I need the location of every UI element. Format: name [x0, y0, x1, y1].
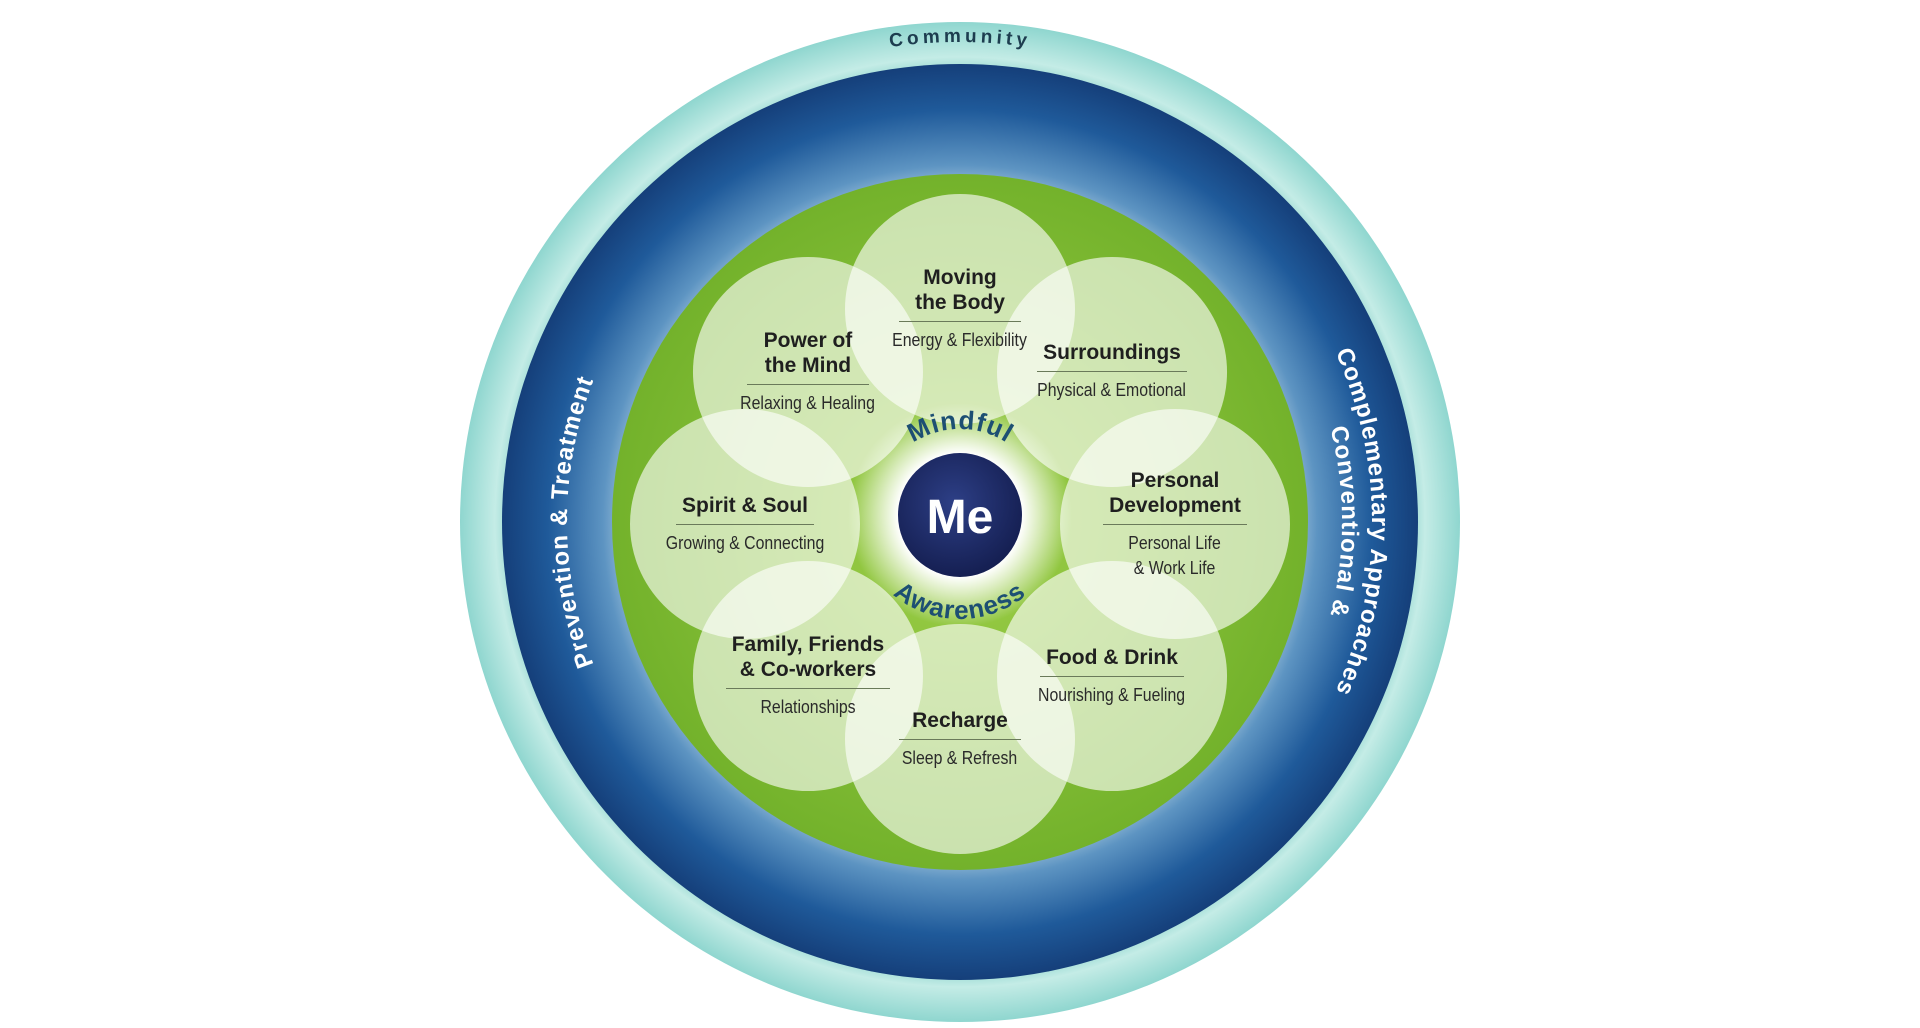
me-label: Me — [927, 491, 994, 544]
petal-circle-power-of-the-mind — [692, 256, 923, 487]
me-circle — [898, 453, 1022, 577]
